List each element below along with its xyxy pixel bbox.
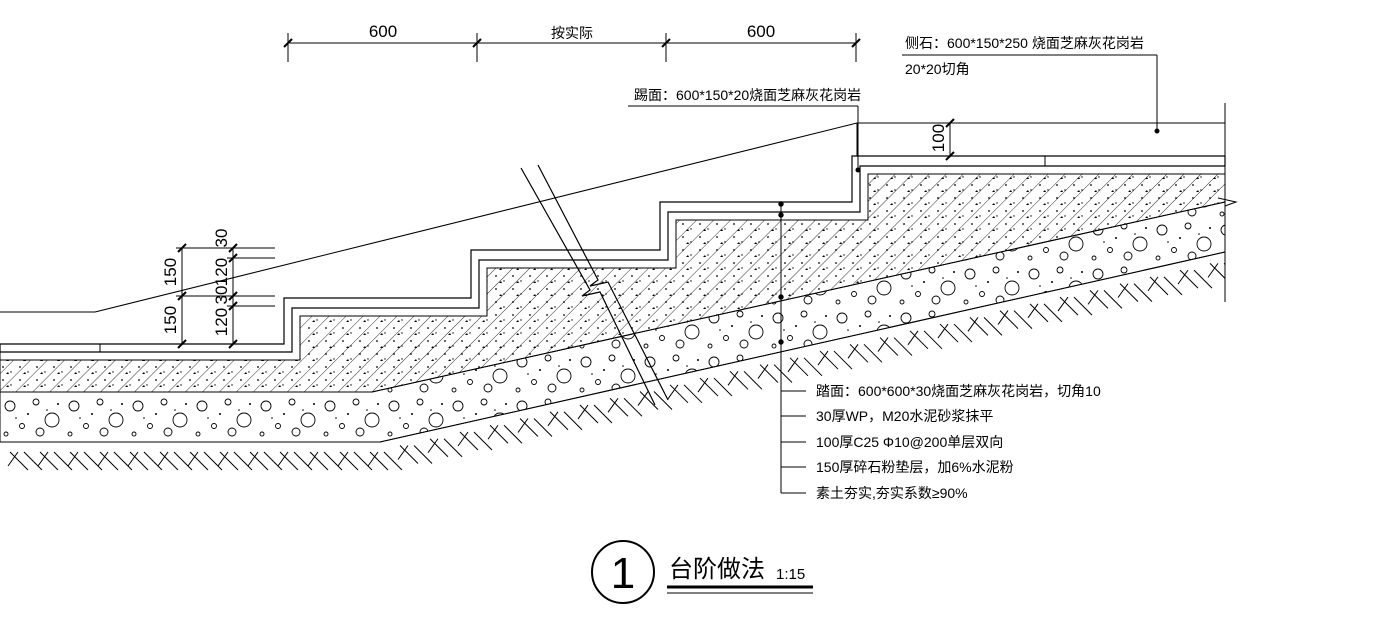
soil-hatch-mark (1177, 269, 1213, 289)
dim-curb-projection: 100 (929, 124, 948, 152)
soil-hatch-mark (97, 451, 133, 471)
riser-dimension-chain (176, 243, 275, 349)
dim-top-middle: 按实际 (551, 25, 593, 41)
soil-hatch-mark (187, 451, 223, 471)
curb-callout-leader (902, 54, 1160, 134)
soil-hatch-mark (427, 438, 463, 458)
detail-scale: 1:15 (776, 566, 805, 583)
soil-hatch-mark (397, 445, 433, 464)
soil-hatch-mark (607, 397, 643, 417)
soil-hatch-mark (697, 377, 733, 397)
soil-hatch-mark (1057, 296, 1093, 316)
top-dimension-chain (283, 33, 861, 62)
soil-hatch-mark (847, 343, 883, 363)
tread-joints (99, 156, 1046, 352)
layer-label: 100厚C25 Φ10@200单层双向 (816, 434, 1003, 450)
dim-riser-top-lower: 30 (212, 286, 231, 305)
soil-hatch-mark (637, 391, 673, 410)
layer-callout-leader (778, 201, 806, 494)
dim-riser-top-upper: 30 (212, 229, 231, 248)
soil-hatch-mark (967, 316, 1003, 336)
soil-hatch-mark (337, 451, 373, 471)
soil-hatch-mark (1238, 257, 1272, 275)
soil-hatch-mark (457, 431, 493, 451)
soil-hatch-mark (367, 451, 403, 471)
dim-riser-total-lower: 150 (161, 306, 180, 334)
soil-hatch-mark (217, 451, 253, 471)
dim-top-left: 600 (369, 22, 397, 41)
soil-hatch-mark (1117, 283, 1153, 302)
soil-hatch-mark (277, 451, 313, 471)
soil-hatch-mark (1027, 303, 1063, 323)
dim-top-right: 600 (747, 22, 775, 41)
slope-line (94, 122, 858, 313)
soil-hatch-mark (157, 451, 193, 471)
soil-hatch-mark (7, 451, 43, 471)
curb-stone-callout: 侧石：600*150*250 烧面芝麻灰花岗岩 (905, 35, 1144, 51)
soil-hatch-mark (997, 310, 1033, 329)
dim-riser-total-upper: 150 (161, 258, 180, 286)
soil-hatch-mark (547, 411, 583, 431)
soil-hatch-mark (907, 330, 943, 350)
soil-hatch-mark (37, 451, 73, 471)
curb-stone (856, 103, 1238, 302)
riser-face-callout: 踢面：600*150*20烧面芝麻灰花岗岩 (634, 87, 861, 103)
dim-riser-body-upper: 120 (212, 258, 231, 286)
soil-hatch-mark (667, 384, 703, 404)
soil-hatch-mark (1207, 263, 1225, 282)
break-line (520, 164, 669, 406)
curb-chamfer-callout: 20*20切角 (905, 61, 970, 77)
soil-hatch-mark (937, 323, 973, 343)
soil-hatch-mark (577, 404, 613, 424)
soil-hatch-mark (757, 364, 793, 383)
soil-hatch-mark (787, 357, 823, 377)
soil-hatch-mark (877, 337, 913, 356)
soil-hatch-mark (517, 418, 553, 437)
dim-riser-body-lower: 120 (212, 308, 231, 336)
detail-title: 台阶做法 (669, 556, 765, 583)
soil-hatch-mark (1147, 276, 1183, 296)
soil-hatch-mark (127, 451, 163, 471)
soil-hatch-mark (1087, 290, 1123, 309)
layer-label: 150厚碎石粉垫层，加6%水泥粉 (816, 459, 1014, 475)
curb-dimension (942, 118, 958, 161)
soil-hatch-mark (307, 451, 343, 471)
soil-hatch-mark (247, 451, 283, 471)
soil-hatch-mark (727, 370, 763, 390)
riser-callout-leader (628, 105, 861, 173)
soil-hatch-mark (487, 424, 523, 444)
detail-number: 1 (611, 549, 635, 598)
soil-hatch-mark (67, 451, 103, 471)
layer-label: 30厚WP，M20水泥砂浆抹平 (816, 408, 993, 424)
layer-label: 踏面：600*600*30烧面芝麻灰花岗岩，切角10 (816, 383, 1101, 399)
soil-hatch-mark (817, 350, 853, 370)
concrete-aggregate (0, 174, 1225, 392)
detail-number-circle (591, 540, 655, 604)
layer-label: 素土夯实,夯实系数≥90% (816, 485, 968, 501)
